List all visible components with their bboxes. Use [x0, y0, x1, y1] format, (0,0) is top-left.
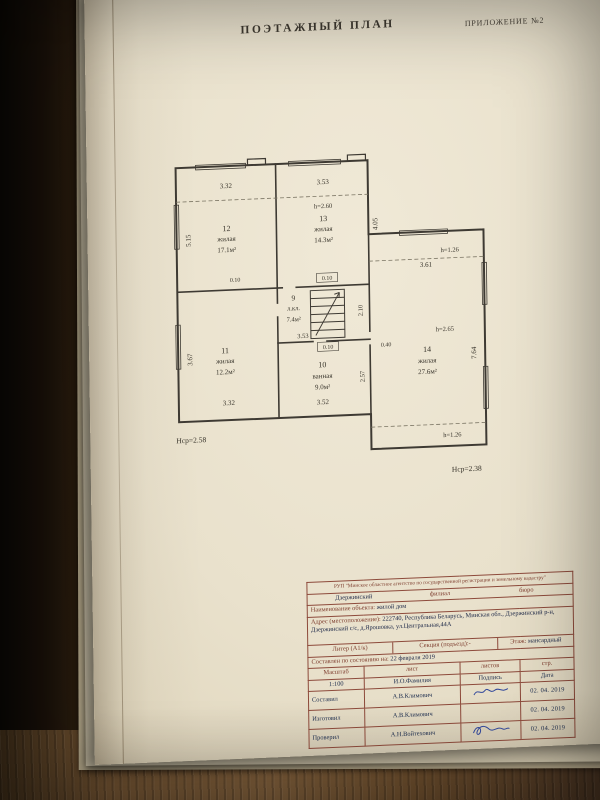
- binding-crease: [111, 0, 124, 764]
- staircase-symbol: [309, 288, 346, 340]
- plan-interior-walls: [176, 163, 372, 419]
- window-symbols: [173, 158, 489, 409]
- dim-label: 3.53: [317, 178, 330, 187]
- page-title: ПОЭТАЖНЫЙ ПЛАН: [240, 18, 395, 37]
- producer-date: 02. 04. 2019: [520, 699, 575, 721]
- document-page: ПОЭТАЖНЫЙ ПЛАН ПРИЛОЖЕНИЕ №2: [84, 0, 600, 765]
- role-producer: Изготовил: [308, 708, 365, 730]
- floor-value: мансардный: [527, 636, 562, 646]
- avg-height-label: Нср=2.38: [452, 464, 482, 474]
- room-type: жилая: [215, 357, 235, 366]
- room-type: ванная: [312, 372, 333, 381]
- room-number: 10: [318, 360, 326, 369]
- dim-label: 0.40: [381, 342, 392, 348]
- room-number: 14: [423, 345, 431, 354]
- floor-label: Этаж:: [510, 638, 527, 646]
- room-number: 12: [222, 224, 230, 233]
- dim-label: h=1.26: [443, 431, 462, 439]
- room-area: 7.4м²: [287, 316, 301, 324]
- thickness-boxes: [316, 272, 339, 352]
- role-checker: Проверил: [308, 727, 366, 749]
- room-number: 13: [319, 214, 327, 223]
- room-type: жилая: [216, 235, 236, 244]
- room-number: 11: [221, 346, 229, 355]
- dim-label: 4.05: [371, 217, 379, 230]
- dim-label: 5.15: [184, 234, 192, 247]
- dim-label: 3.61: [420, 261, 433, 270]
- checker-signature: [460, 720, 522, 743]
- dim-label: 2.57: [359, 370, 366, 382]
- object-label: Наименование объекта:: [310, 604, 376, 615]
- room-area: 12.2м²: [216, 368, 235, 377]
- dim-label: h=1.26: [441, 246, 460, 254]
- dim-label: 3.67: [186, 353, 194, 366]
- room-number: 9: [291, 293, 295, 302]
- signature-stroke: [472, 725, 510, 735]
- dim-label: 3.52: [317, 398, 330, 407]
- wall-projections: [246, 153, 367, 166]
- dim-label: 0.10: [230, 278, 241, 284]
- dim-label: 7.64: [470, 346, 478, 359]
- room-area: 17.1м²: [217, 246, 236, 255]
- compiled-date: 22 февраля 2019: [390, 653, 436, 663]
- document-info-table: РУП "Минское областное агентство по госу…: [306, 571, 576, 749]
- compiled-label: Составлен по состоянию на:: [311, 655, 389, 666]
- dim-label: h=2.65: [436, 326, 454, 334]
- object-value: жилой дом: [376, 603, 407, 612]
- floor-plan: 3.32 3.53 h=2.60 5.15 4.05 0.10 0.10 0.1…: [173, 153, 489, 474]
- dim-label: 3.32: [223, 399, 236, 408]
- checker-name: А.Н.Войтехович: [364, 723, 462, 747]
- dim-label: 2.10: [357, 305, 364, 317]
- compiler-date: 02. 04. 2019: [520, 680, 575, 702]
- dim-label: 0.10: [323, 345, 334, 351]
- room-area: 27.6м²: [418, 367, 437, 376]
- checker-date: 02. 04. 2019: [520, 718, 576, 740]
- room-type: жилая: [417, 356, 437, 365]
- room-type: жилая: [313, 225, 333, 234]
- dim-label: 0.10: [322, 276, 333, 282]
- signature-stroke: [473, 688, 508, 696]
- appendix-label: ПРИЛОЖЕНИЕ №2: [464, 15, 545, 29]
- producer-signature: [460, 701, 521, 724]
- dim-label: h=2.60: [314, 203, 332, 211]
- room-area: 9.0м²: [315, 383, 330, 392]
- dim-label: 3.32: [220, 182, 233, 191]
- avg-height-label: Нср=2.58: [176, 435, 206, 445]
- dim-label: 3.53: [297, 333, 308, 340]
- room-area: 14.3м²: [314, 236, 333, 245]
- compiler-signature: [460, 682, 521, 705]
- height-zone-lines: [176, 193, 487, 428]
- role-compiler: Составил: [308, 689, 365, 711]
- plan-exterior-walls: [174, 159, 488, 451]
- room-type: л.кл.: [287, 305, 300, 313]
